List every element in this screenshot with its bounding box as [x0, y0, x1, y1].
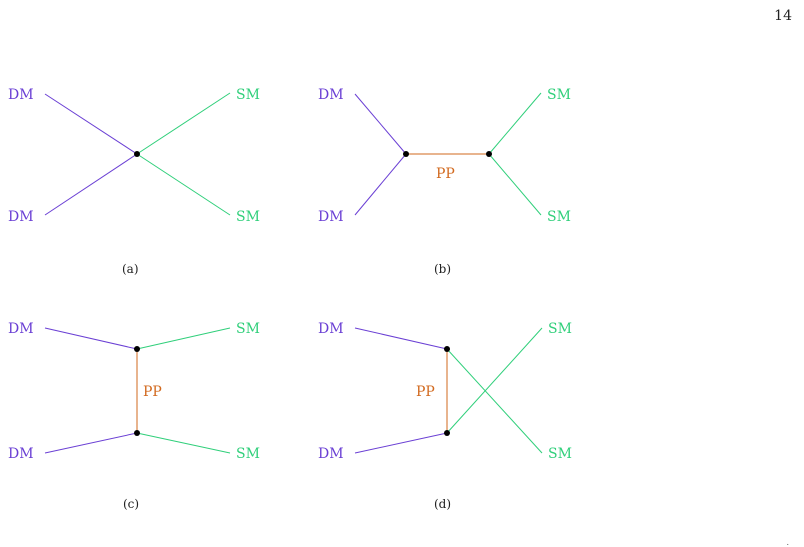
sm-line-b-bottom [488, 153, 542, 216]
diagram-d: DM DM PP SM SM (d) [318, 321, 572, 511]
caption-d: (d) [434, 497, 451, 511]
dm-label-b-bottom: DM [318, 209, 344, 225]
caption-a: (a) [122, 262, 139, 276]
caption-b: (b) [434, 262, 451, 276]
pp-label-d: PP [416, 384, 435, 400]
dm-line-d-bottom [354, 432, 448, 454]
sm-line-b-top [488, 92, 542, 155]
dm-line-b-top [354, 93, 407, 155]
vertex-d-top [444, 346, 450, 352]
dm-line-c-top [44, 327, 138, 350]
sm-label-a-top: SM [236, 87, 260, 103]
dm-line-a-top [44, 93, 138, 155]
sm-line-a-top [136, 92, 231, 155]
dm-label-c-bottom: DM [8, 446, 34, 462]
vertex-a [134, 151, 140, 157]
dm-label-a-top: DM [8, 87, 34, 103]
vertex-b-right [486, 151, 492, 157]
diagram-c: DM DM PP SM SM (c) [8, 321, 260, 511]
dm-line-a-bottom [44, 153, 138, 216]
vertex-c-bottom [134, 430, 140, 436]
dm-label-a-bottom: DM [8, 209, 34, 225]
caption-c: (c) [123, 497, 139, 511]
sm-line-d-cross-up [446, 327, 543, 434]
vertex-c-top [134, 346, 140, 352]
dm-label-c-top: DM [8, 321, 34, 337]
pp-label-b: PP [436, 166, 455, 182]
diagram-b: DM DM PP SM SM (b) [318, 87, 571, 276]
trailing-mark: . [786, 538, 789, 547]
dm-label-d-bottom: DM [318, 446, 344, 462]
sm-label-c-top: SM [236, 321, 260, 337]
sm-label-d-top: SM [548, 321, 572, 337]
sm-label-b-bottom: SM [547, 209, 571, 225]
sm-label-b-top: SM [547, 87, 571, 103]
dm-line-d-top [354, 327, 448, 350]
sm-label-d-bottom: SM [548, 446, 572, 462]
sm-label-c-bottom: SM [236, 446, 260, 462]
diagram-a: DM DM SM SM (a) [8, 87, 260, 276]
dm-label-b-top: DM [318, 87, 344, 103]
sm-label-a-bottom: SM [236, 209, 260, 225]
vertex-d-bottom [444, 430, 450, 436]
sm-line-a-bottom [136, 153, 231, 216]
pp-label-c: PP [143, 384, 162, 400]
dm-line-b-bottom [354, 153, 407, 216]
page-number: 14 [774, 8, 792, 24]
dm-label-d-top: DM [318, 321, 344, 337]
sm-line-d-cross-down [446, 348, 543, 454]
dm-line-c-bottom [44, 432, 138, 454]
sm-line-c-bottom [136, 432, 231, 454]
vertex-b-left [403, 151, 409, 157]
sm-line-c-top [136, 327, 231, 350]
